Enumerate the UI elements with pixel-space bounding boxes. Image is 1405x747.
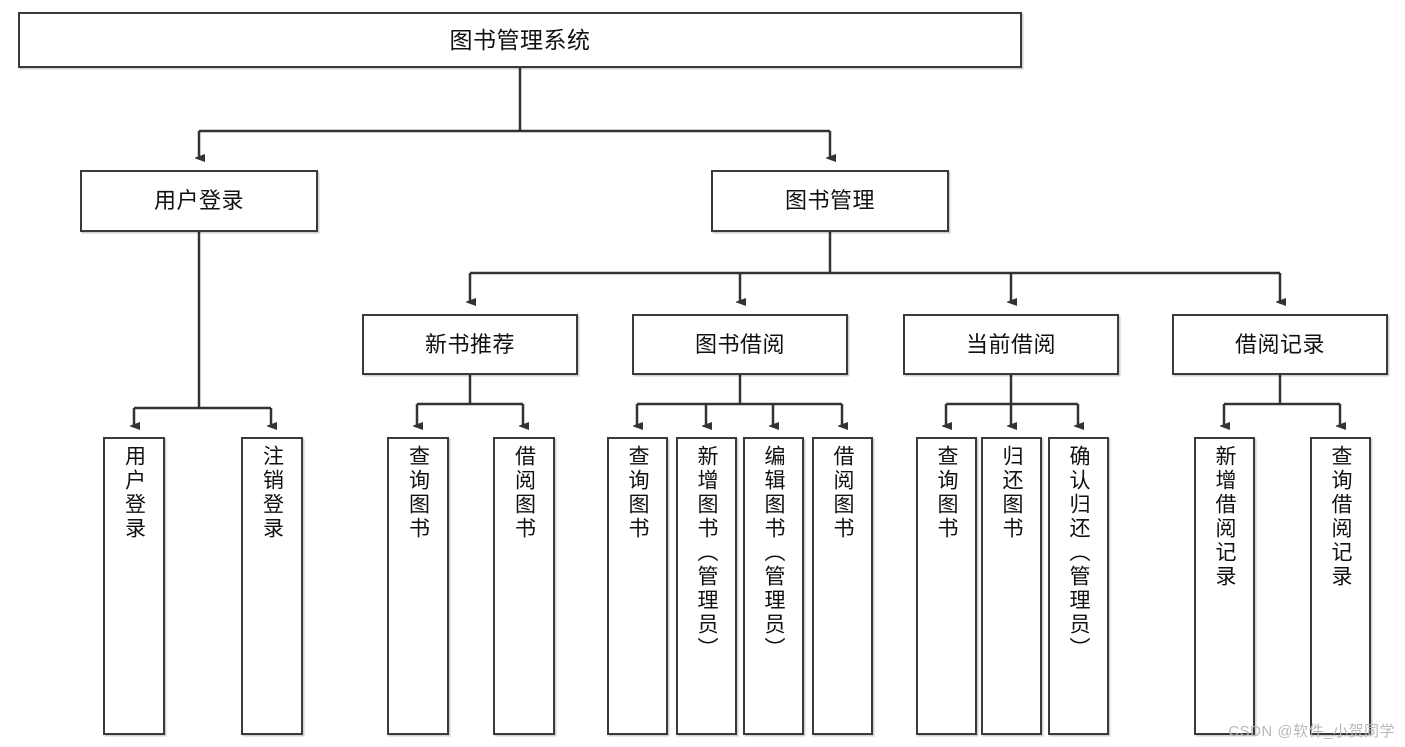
- node-current-borrow[interactable]: 当前借阅: [903, 314, 1119, 375]
- leaf-cb-query-book-label: 查询图书: [935, 445, 958, 541]
- node-current-borrow-label: 当前借阅: [965, 331, 1056, 357]
- node-root[interactable]: 图书管理系统: [18, 12, 1022, 68]
- node-user-login-label: 用户登录: [153, 188, 244, 214]
- leaf-bb-query-book[interactable]: 查询图书: [607, 437, 668, 735]
- leaf-nb-borrow-book[interactable]: 借阅图书: [493, 437, 555, 735]
- leaf-cb-return-book[interactable]: 归还图书: [981, 437, 1042, 735]
- leaf-bb-borrow-book[interactable]: 借阅图书: [812, 437, 873, 735]
- leaf-nb-borrow-book-label: 借阅图书: [512, 445, 536, 541]
- node-root-label: 图书管理系统: [449, 26, 591, 53]
- leaf-logout[interactable]: 注销登录: [241, 437, 303, 735]
- leaf-br-query-record[interactable]: 查询借阅记录: [1310, 437, 1371, 735]
- node-borrow-record-label: 借阅记录: [1234, 331, 1325, 357]
- leaf-nb-query-book[interactable]: 查询图书: [387, 437, 449, 735]
- leaf-cb-confirm-return-label: 确认归还（管理员）: [1067, 445, 1090, 661]
- leaf-bb-edit-book[interactable]: 编辑图书（管理员）: [743, 437, 804, 735]
- node-book-manage[interactable]: 图书管理: [711, 170, 949, 232]
- node-borrow-record[interactable]: 借阅记录: [1172, 314, 1388, 375]
- leaf-br-query-record-label: 查询借阅记录: [1329, 445, 1352, 589]
- node-new-book-recommend-label: 新书推荐: [424, 331, 515, 357]
- leaf-nb-query-book-label: 查询图书: [406, 445, 430, 541]
- leaf-user-login[interactable]: 用户登录: [103, 437, 165, 735]
- leaf-cb-confirm-return[interactable]: 确认归还（管理员）: [1048, 437, 1109, 735]
- node-book-borrow[interactable]: 图书借阅: [632, 314, 848, 375]
- leaf-logout-label: 注销登录: [260, 445, 284, 541]
- leaf-user-login-label: 用户登录: [122, 445, 146, 541]
- leaf-cb-query-book[interactable]: 查询图书: [916, 437, 977, 735]
- node-book-manage-label: 图书管理: [784, 188, 875, 214]
- leaf-br-add-record-label: 新增借阅记录: [1213, 445, 1236, 589]
- leaf-cb-return-book-label: 归还图书: [1000, 445, 1023, 541]
- node-new-book-recommend[interactable]: 新书推荐: [362, 314, 578, 375]
- leaf-br-add-record[interactable]: 新增借阅记录: [1194, 437, 1255, 735]
- leaf-bb-borrow-book-label: 借阅图书: [831, 445, 854, 541]
- leaf-bb-add-book[interactable]: 新增图书（管理员）: [676, 437, 737, 735]
- node-user-login[interactable]: 用户登录: [80, 170, 318, 232]
- leaf-bb-query-book-label: 查询图书: [626, 445, 649, 541]
- watermark: CSDN @软件_小贺同学: [1228, 723, 1395, 740]
- node-book-borrow-label: 图书借阅: [694, 331, 785, 357]
- leaf-bb-add-book-label: 新增图书（管理员）: [695, 445, 718, 661]
- leaf-bb-edit-book-label: 编辑图书（管理员）: [762, 445, 785, 661]
